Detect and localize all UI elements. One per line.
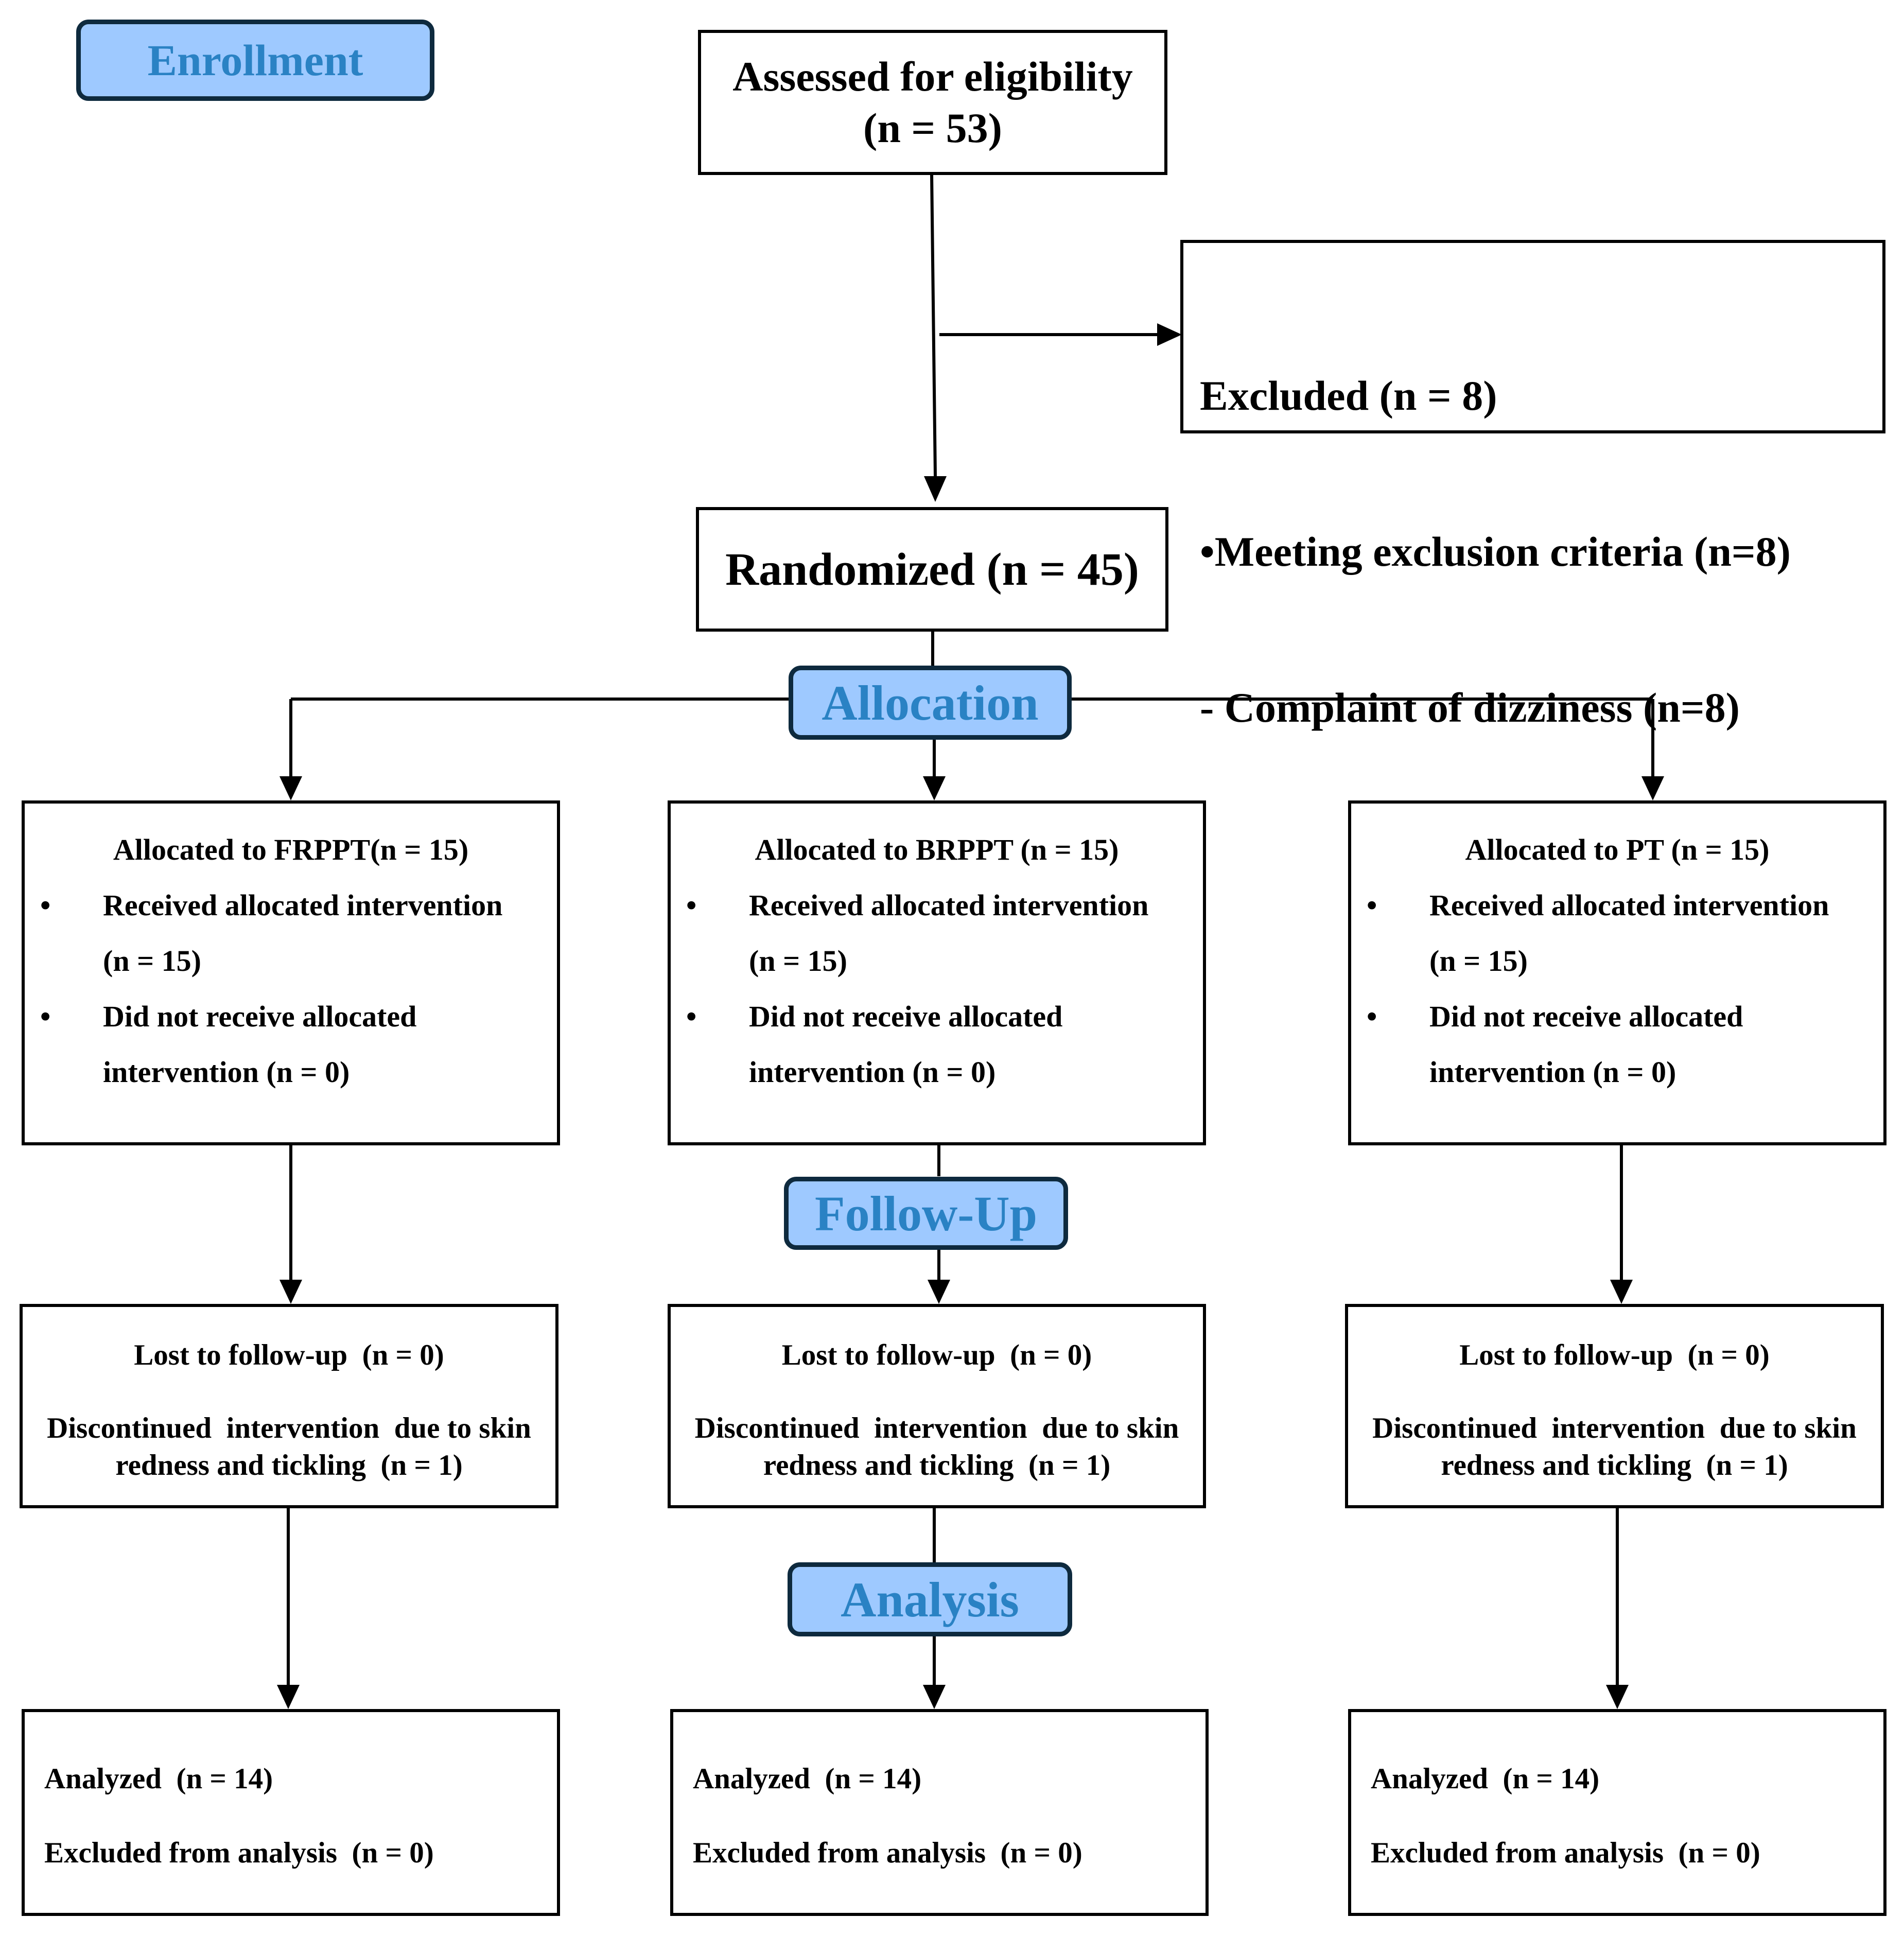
bullet-icon: • [40, 888, 51, 922]
analyzed-count: Analyzed (n = 14) [693, 1763, 922, 1795]
arrowhead-analysis-left [277, 1685, 300, 1709]
arrowhead-randomized [924, 476, 947, 502]
allocation-list: •Received allocated intervention (n = 15… [1351, 878, 1883, 1100]
assessed-title: Assessed for eligibility [732, 53, 1133, 100]
list-item: •Received allocated intervention [1351, 878, 1883, 933]
arrowhead-alloc-center [923, 776, 946, 800]
allocation-title: Allocated to BRPPT (n = 15) [755, 833, 1119, 866]
bullet-icon: • [40, 1000, 51, 1033]
follow-up-box-pt: Lost to follow-up (n = 0) Discontinued i… [1345, 1304, 1884, 1508]
follow-up-box-frppt: Lost to follow-up (n = 0) Discontinued i… [20, 1304, 558, 1508]
arrowhead-analysis-right [1606, 1685, 1629, 1709]
arrowhead-alloc-right [1641, 776, 1664, 800]
excluded-reason: •Meeting exclusion criteria (n=8) [1200, 528, 1791, 575]
list-item: intervention (n = 0) [103, 1055, 350, 1089]
list-item: •Did not receive allocated [25, 989, 557, 1044]
bullet-icon: • [1367, 888, 1377, 922]
follow-up-box-brppt: Lost to follow-up (n = 0) Discontinued i… [668, 1304, 1206, 1508]
stage-analysis: Analysis [788, 1562, 1072, 1636]
assessed-count: (n = 53) [863, 104, 1002, 151]
stage-follow-up-label: Follow-Up [815, 1186, 1037, 1241]
arrowhead-followup-center [928, 1280, 950, 1304]
stage-enrollment: Enrollment [76, 20, 434, 101]
discontinued-line-1: Discontinued intervention due to skin [47, 1412, 531, 1444]
bullet-icon: • [686, 1000, 697, 1033]
list-item: •Did not receive allocated [1351, 989, 1883, 1044]
arrowhead-followup-left [280, 1280, 302, 1304]
arrowhead-excluded [1157, 323, 1182, 346]
excluded-box: Excluded (n = 8) •Meeting exclusion crit… [1180, 240, 1885, 731]
connector-assessed-randomized [930, 173, 937, 477]
stage-allocation: Allocation [789, 666, 1072, 740]
list-item: •Did not receive allocated [671, 989, 1203, 1044]
bullet-icon: • [1367, 1000, 1377, 1033]
allocation-list: •Received allocated intervention (n = 15… [25, 878, 557, 1100]
list-item: (n = 15) [749, 944, 847, 978]
analyzed-count: Analyzed (n = 14) [44, 1763, 273, 1795]
lost-to-follow-up: Lost to follow-up (n = 0) [1459, 1339, 1770, 1371]
list-item: (n = 15) [103, 944, 201, 978]
analysis-box-frppt: Analyzed (n = 14) Excluded from analysis… [22, 1709, 560, 1916]
randomized-box: Randomized (n = 45) [696, 507, 1168, 632]
allocation-box-brppt: Allocated to BRPPT (n = 15) •Received al… [668, 800, 1206, 1145]
excluded-from-analysis: Excluded from analysis (n = 0) [693, 1837, 1082, 1869]
discontinued-line-2: redness and tickling (n = 1) [1441, 1449, 1788, 1481]
excluded-detail: - Complaint of dizziness (n=8) [1200, 684, 1740, 731]
arrowhead-followup-right [1610, 1280, 1633, 1304]
allocation-box-pt: Allocated to PT (n = 15) •Received alloc… [1348, 800, 1886, 1145]
list-item: •Received allocated intervention [671, 878, 1203, 933]
lost-to-follow-up: Lost to follow-up (n = 0) [134, 1339, 444, 1371]
allocation-title: Allocated to PT (n = 15) [1465, 833, 1770, 866]
excluded-from-analysis: Excluded from analysis (n = 0) [1371, 1837, 1760, 1869]
discontinued-line-1: Discontinued intervention due to skin [1372, 1412, 1857, 1444]
stage-allocation-label: Allocation [822, 675, 1039, 730]
bullet-icon: • [686, 888, 697, 922]
list-item: •Received allocated intervention [25, 878, 557, 933]
discontinued-line-1: Discontinued intervention due to skin [694, 1412, 1179, 1444]
discontinued-line-2: redness and tickling (n = 1) [763, 1449, 1111, 1481]
list-item: (n = 15) [1429, 944, 1528, 978]
stage-enrollment-label: Enrollment [147, 36, 363, 85]
assessed-box: Assessed for eligibility (n = 53) [698, 30, 1167, 175]
list-item: intervention (n = 0) [1429, 1055, 1676, 1089]
allocation-title: Allocated to FRPPT(n = 15) [113, 833, 469, 866]
stage-follow-up: Follow-Up [784, 1177, 1068, 1250]
excluded-from-analysis: Excluded from analysis (n = 0) [44, 1837, 434, 1869]
excluded-title: Excluded (n = 8) [1200, 372, 1497, 419]
randomized-label: Randomized (n = 45) [725, 544, 1139, 595]
stage-analysis-label: Analysis [841, 1572, 1019, 1627]
list-item: intervention (n = 0) [749, 1055, 996, 1089]
allocation-box-frppt: Allocated to FRPPT(n = 15) •Received all… [22, 800, 560, 1145]
arrowhead-analysis-center [923, 1685, 946, 1709]
arrowhead-alloc-left [280, 776, 302, 800]
analysis-box-brppt: Analyzed (n = 14) Excluded from analysis… [670, 1709, 1209, 1916]
lost-to-follow-up: Lost to follow-up (n = 0) [781, 1339, 1092, 1371]
discontinued-line-2: redness and tickling (n = 1) [115, 1449, 463, 1481]
analyzed-count: Analyzed (n = 14) [1371, 1763, 1600, 1795]
allocation-list: •Received allocated intervention (n = 15… [671, 878, 1203, 1100]
analysis-box-pt: Analyzed (n = 14) Excluded from analysis… [1348, 1709, 1886, 1916]
